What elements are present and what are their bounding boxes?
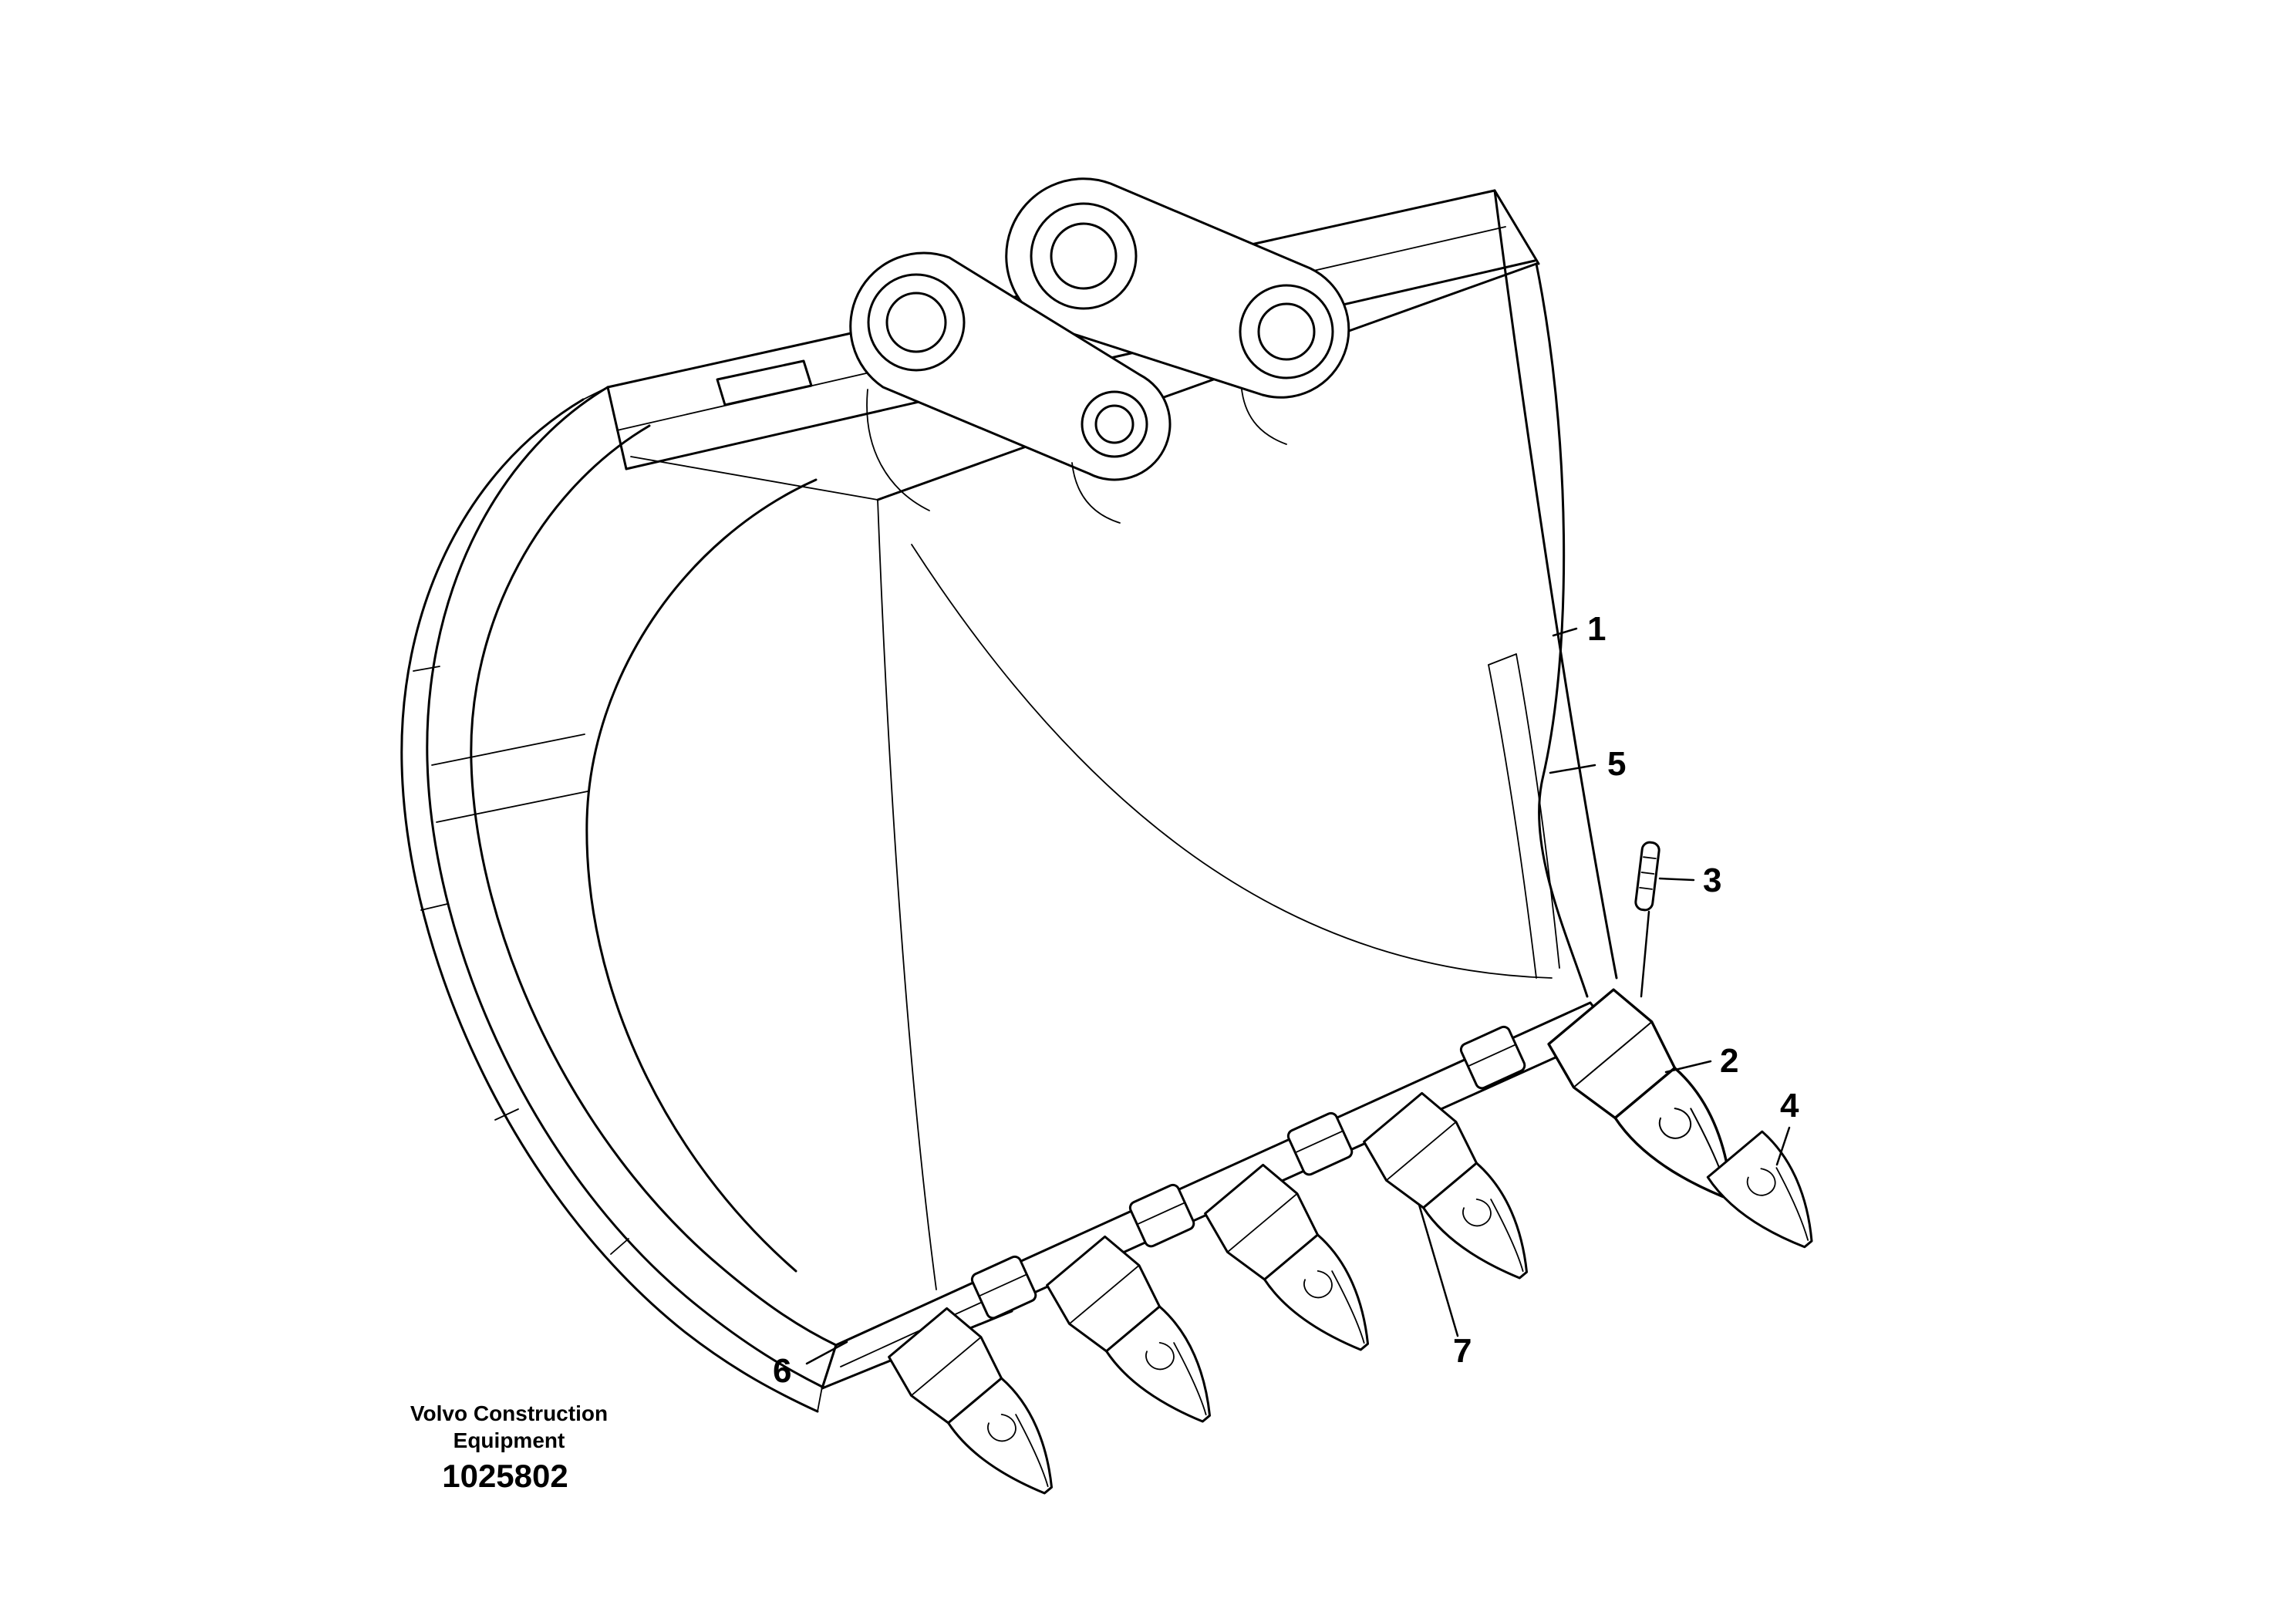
callout-1-leader	[1552, 627, 1578, 637]
callout-6-label: 6	[773, 1352, 791, 1390]
shell-chord-lines	[431, 733, 588, 823]
callout-2-leader	[1664, 1060, 1712, 1074]
side-cutter-inner-line	[1488, 664, 1537, 979]
sidewall-weld-seam	[585, 478, 818, 1273]
wear-strip-ticks	[413, 666, 629, 1255]
tooth-assembly-1	[882, 1302, 1086, 1520]
callout-5-label: 5	[1607, 745, 1626, 783]
pin-insert-line	[1640, 910, 1650, 998]
callout-3-leader	[1658, 877, 1695, 882]
mouth-left-edge	[877, 499, 937, 1290]
spare-tooth	[1705, 1129, 1839, 1268]
callout-7-label: 7	[1453, 1332, 1472, 1370]
tooth-assembly-3	[1198, 1158, 1402, 1377]
shell-outer-edge	[426, 386, 824, 1388]
top-beam-right-cap	[1493, 189, 1540, 265]
callout-3-label: 3	[1703, 862, 1721, 899]
left-sidewall-top-edge	[630, 456, 878, 501]
callout-7-leader	[1418, 1203, 1459, 1337]
beam-tab	[716, 359, 813, 406]
callout-6-leader	[805, 1340, 848, 1365]
brand-line-1: Volvo Construction	[410, 1401, 608, 1425]
document-number: 1025802	[442, 1458, 568, 1494]
callout-1-label: 1	[1587, 610, 1606, 648]
front-plate-gussets	[866, 389, 1121, 524]
tooth-assembly-2	[1040, 1230, 1244, 1448]
callout-2-label: 2	[1720, 1042, 1738, 1080]
mouth-top-edge	[876, 262, 1538, 501]
retainer-pin-body	[1634, 841, 1660, 912]
top-beam-left-cap	[606, 386, 628, 470]
rear-plate-hole-1	[1050, 222, 1118, 290]
right-sidewall-front-edge	[1535, 262, 1589, 998]
interior-shell-sweep	[911, 544, 1553, 979]
brand-line-2: Equipment	[453, 1428, 565, 1452]
side-cutter-top-cap	[1488, 653, 1517, 666]
tooth-assembly-4	[1357, 1087, 1561, 1305]
side-cutter-outer-line	[1515, 653, 1560, 969]
callout-5-leader	[1549, 764, 1596, 774]
shell-outer-flange	[400, 398, 819, 1413]
callout-4-label: 4	[1780, 1087, 1799, 1125]
shell-inner-seam	[470, 424, 838, 1347]
rear-plate-hole-2	[1257, 302, 1316, 361]
front-plate-hole-1	[885, 292, 947, 353]
shell-flange-caps	[582, 386, 823, 1412]
callout-4-leader	[1775, 1126, 1791, 1166]
right-sidewall-outer-edge	[1493, 189, 1618, 980]
front-plate-hole-2	[1094, 404, 1135, 444]
retainer-pin-hatching	[1639, 856, 1657, 890]
retainer-pin	[1634, 841, 1660, 912]
